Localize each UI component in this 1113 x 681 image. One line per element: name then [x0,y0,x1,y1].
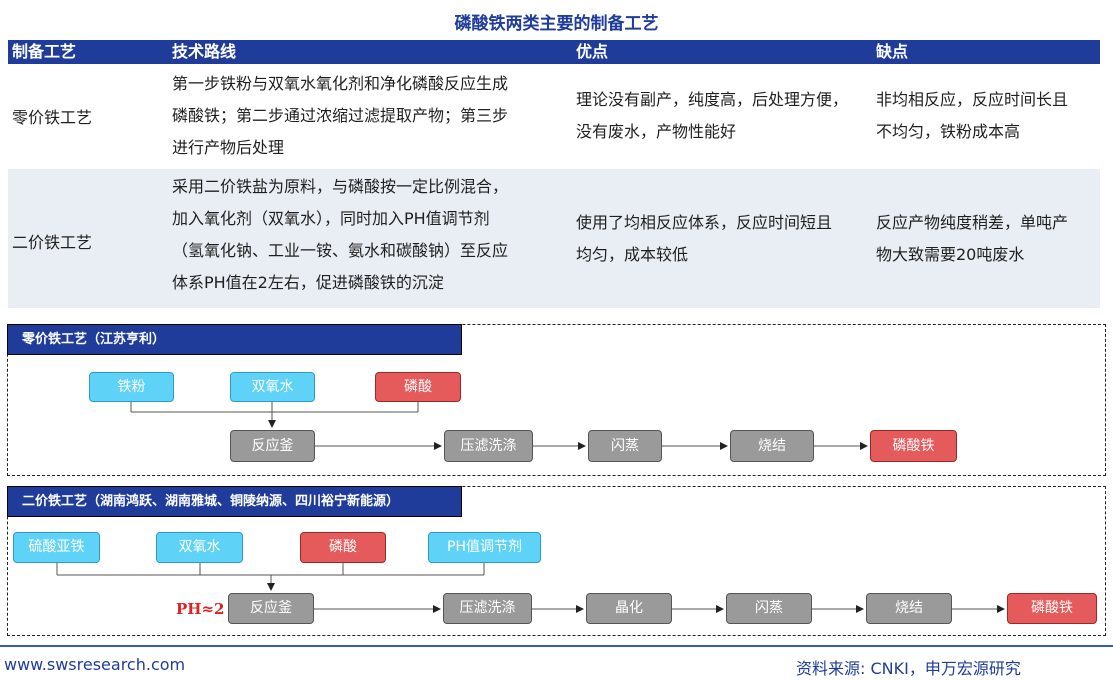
input-iron-powder: 铁粉 [89,372,174,402]
cons-cell: 反应产物纯度稍差，单吨产 物大致需要20吨废水 [876,213,1069,264]
route-cell: 采用二价铁盐为原料，与磷酸按一定比例混合， 加入氧化剂（双氧水），同时加入PH值… [172,177,509,292]
row-name: 零价铁工艺 [12,108,93,127]
input-ph-regulator: PH值调节剂 [428,532,541,563]
process1-frame [7,324,1106,476]
step-flash-evaporation: 闪蒸 [588,430,662,462]
table-row: 二价铁工艺 采用二价铁盐为原料，与磷酸按一定比例混合， 加入氧化剂（双氧水），同… [8,169,1100,308]
header-cons: 缺点 [876,42,909,61]
process2-frame [7,486,1106,636]
process1-title: 零价铁工艺（江苏亨利） [7,324,462,355]
header-process: 制备工艺 [12,42,77,61]
product-iron-phosphate: 磷酸铁 [1007,593,1097,624]
header-route: 技术路线 [172,42,237,61]
step-reactor: 反应釜 [228,593,314,624]
input-ferrous-sulfate: 硫酸亚铁 [13,532,100,563]
step-reactor: 反应釜 [230,430,315,462]
route-cell: 第一步铁粉与双氧水氧化剂和净化磷酸反应生成 磷酸铁；第二步通过浓缩过滤提取产物；… [172,74,509,157]
table-row: 零价铁工艺 第一步铁粉与双氧水氧化剂和净化磷酸反应生成 磷酸铁；第二步通过浓缩过… [8,64,1100,169]
step-sintering: 烧结 [730,430,814,462]
input-phosphoric-acid: 磷酸 [375,372,461,402]
input-hydrogen-peroxide: 双氧水 [230,372,315,402]
header-pros: 优点 [576,42,609,61]
website-link[interactable]: www.swsresearch.com [4,655,186,674]
step-filter-wash: 压滤洗涤 [444,430,533,462]
input-hydrogen-peroxide: 双氧水 [156,532,243,563]
footer-divider [0,645,1113,647]
product-iron-phosphate: 磷酸铁 [870,430,957,462]
step-filter-wash: 压滤洗涤 [443,593,532,624]
page-title: 磷酸铁两类主要的制备工艺 [454,14,659,34]
step-crystallization: 晶化 [586,593,672,624]
step-sintering: 烧结 [866,593,952,624]
cons-cell: 非均相反应，反应时间长且 不均匀，铁粉成本高 [876,90,1069,141]
pros-cell: 使用了均相反应体系，反应时间短且 均匀，成本较低 [576,213,833,264]
row-name: 二价铁工艺 [12,233,93,252]
input-phosphoric-acid: 磷酸 [300,532,386,563]
source-note: 资料来源: CNKI，申万宏源研究 [796,659,1021,678]
step-flash-evaporation: 闪蒸 [726,593,812,624]
ph-label: PH≈2 [176,600,225,618]
comparison-table: 制备工艺 技术路线 优点 缺点 零价铁工艺 第一步铁粉与双氧水氧化剂和净化磷酸反… [8,40,1100,308]
table-header: 制备工艺 技术路线 优点 缺点 [8,40,1100,64]
pros-cell: 理论没有副产，纯度高，后处理方便， 没有废水，产物性能好 [576,90,849,141]
process2-title: 二价铁工艺（湖南鸿跃、湖南雅城、铜陵纳源、四川裕宁新能源） [7,486,462,517]
